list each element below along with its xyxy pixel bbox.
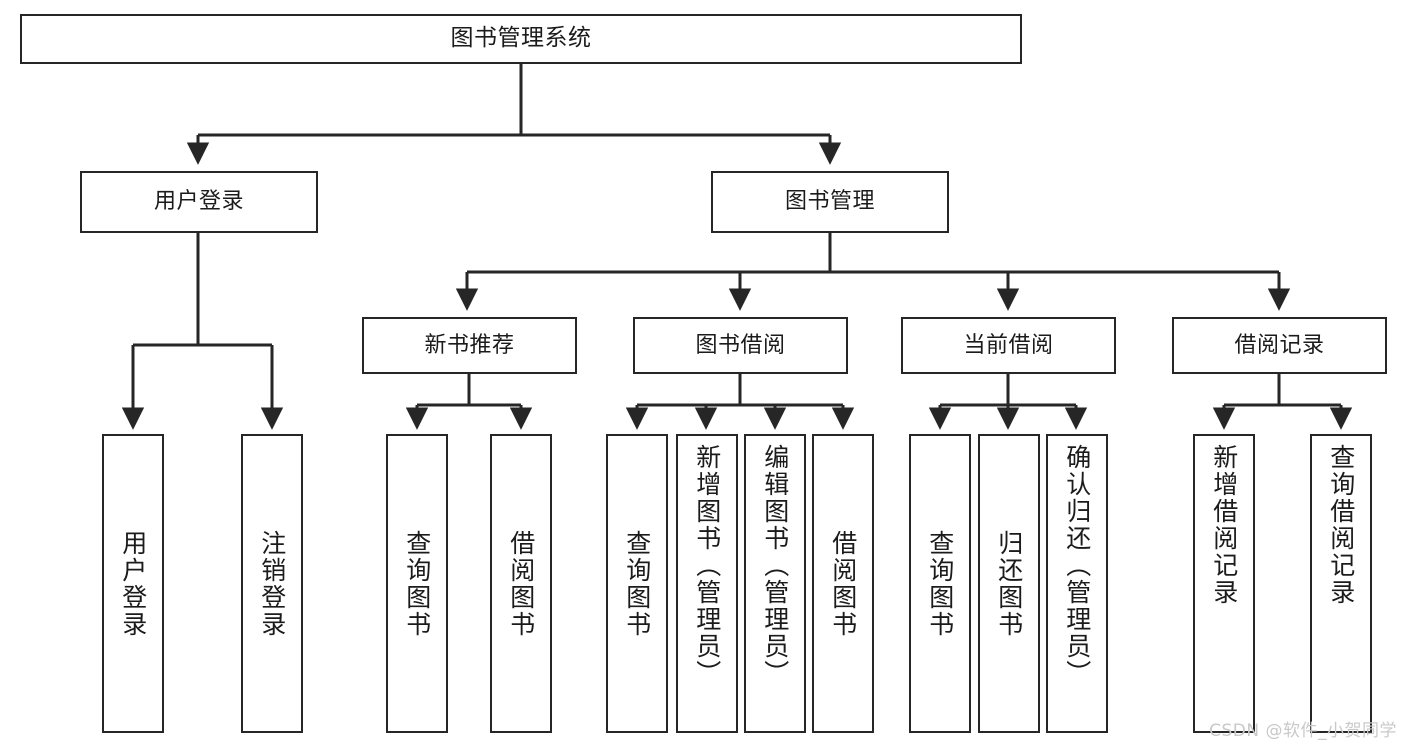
node-leaf-add-record[interactable]: 新增借阅记录 xyxy=(1193,434,1255,733)
node-borrow-record[interactable]: 借阅记录 xyxy=(1172,317,1387,374)
node-leaf-query-book-2-label: 查询图书 xyxy=(622,529,652,638)
node-leaf-logout-label: 注销登录 xyxy=(257,529,287,638)
node-leaf-query-record-label: 查询借阅记录 xyxy=(1326,444,1356,606)
node-book-manage[interactable]: 图书管理 xyxy=(711,171,949,233)
node-user-login-label: 用户登录 xyxy=(153,189,244,215)
node-root[interactable]: 图书管理系统 xyxy=(20,14,1022,64)
node-leaf-edit-book[interactable]: 编辑图书（管理员） xyxy=(744,434,806,733)
watermark-text: CSDN @软件_小贺同学 xyxy=(1209,721,1397,741)
node-book-borrow[interactable]: 图书借阅 xyxy=(633,317,848,374)
node-leaf-borrow-book-1[interactable]: 借阅图书 xyxy=(490,434,552,733)
node-new-book-recommend[interactable]: 新书推荐 xyxy=(362,317,577,374)
node-leaf-confirm-return[interactable]: 确认归还（管理员） xyxy=(1046,434,1108,733)
node-leaf-return-book-label: 归还图书 xyxy=(994,529,1024,638)
node-leaf-borrow-book-2[interactable]: 借阅图书 xyxy=(812,434,874,733)
node-leaf-add-book[interactable]: 新增图书（管理员） xyxy=(676,434,738,733)
node-leaf-return-book[interactable]: 归还图书 xyxy=(978,434,1040,733)
node-book-manage-label: 图书管理 xyxy=(784,189,875,215)
node-leaf-logout[interactable]: 注销登录 xyxy=(241,434,303,733)
node-root-label: 图书管理系统 xyxy=(450,25,592,52)
node-leaf-query-book-2[interactable]: 查询图书 xyxy=(606,434,668,733)
node-leaf-borrow-book-2-label: 借阅图书 xyxy=(828,529,858,638)
node-leaf-add-book-label: 新增图书（管理员） xyxy=(692,444,722,687)
node-current-borrow[interactable]: 当前借阅 xyxy=(901,317,1116,374)
node-leaf-query-book-3-label: 查询图书 xyxy=(925,529,955,638)
node-borrow-record-label: 借阅记录 xyxy=(1234,332,1325,358)
node-leaf-confirm-return-label: 确认归还（管理员） xyxy=(1062,444,1092,687)
node-leaf-user-login[interactable]: 用户登录 xyxy=(102,434,164,733)
node-leaf-user-login-label: 用户登录 xyxy=(118,529,148,638)
node-user-login[interactable]: 用户登录 xyxy=(80,171,318,233)
node-current-borrow-label: 当前借阅 xyxy=(963,332,1054,358)
node-leaf-borrow-book-1-label: 借阅图书 xyxy=(506,529,536,638)
node-leaf-query-book-1-label: 查询图书 xyxy=(402,529,432,638)
node-leaf-add-record-label: 新增借阅记录 xyxy=(1209,444,1239,606)
node-leaf-query-book-1[interactable]: 查询图书 xyxy=(386,434,448,733)
node-leaf-edit-book-label: 编辑图书（管理员） xyxy=(760,444,790,687)
node-leaf-query-book-3[interactable]: 查询图书 xyxy=(909,434,971,733)
node-new-book-recommend-label: 新书推荐 xyxy=(424,332,515,358)
node-book-borrow-label: 图书借阅 xyxy=(695,332,786,358)
node-leaf-query-record[interactable]: 查询借阅记录 xyxy=(1310,434,1372,733)
